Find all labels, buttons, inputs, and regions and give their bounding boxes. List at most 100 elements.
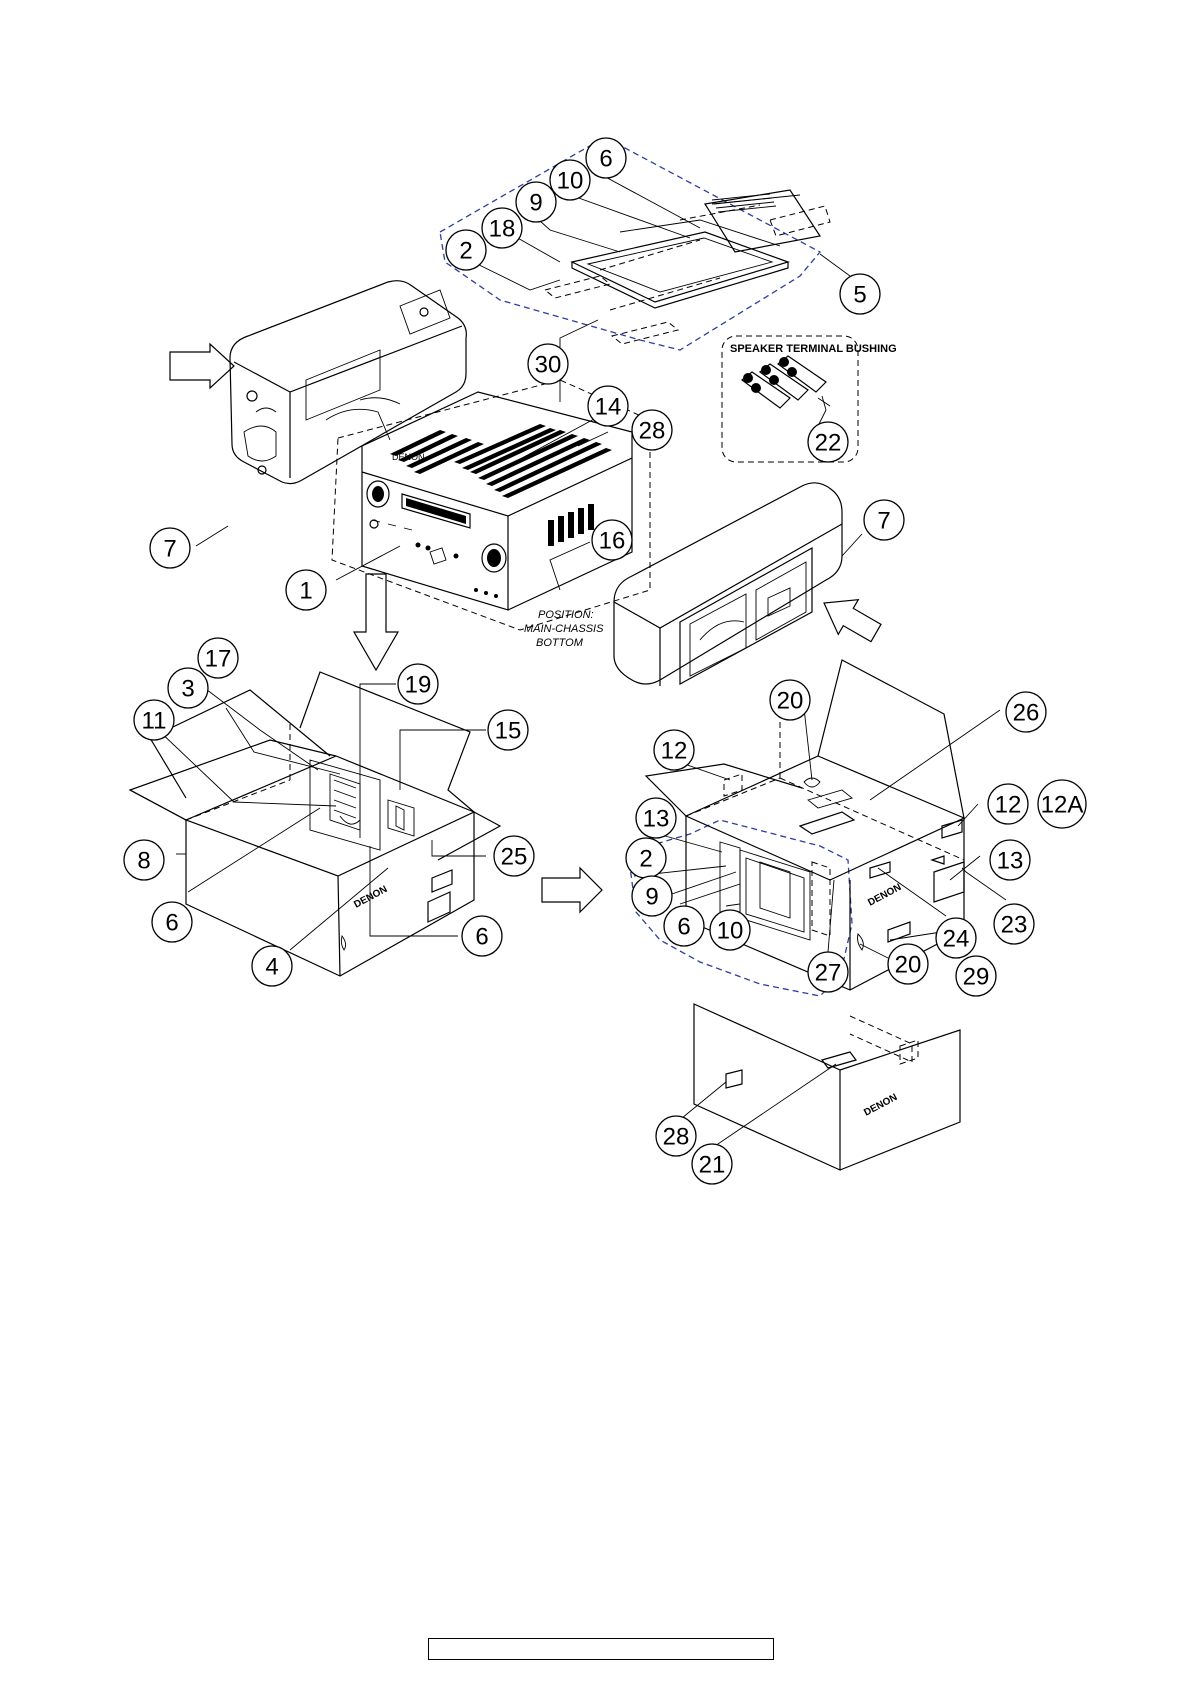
callout-c12A: 12A bbox=[1038, 780, 1086, 828]
callout-number: 9 bbox=[529, 190, 542, 217]
manual-stack bbox=[712, 194, 776, 212]
callout-c7a: 7 bbox=[150, 528, 190, 568]
callout-c26: 26 bbox=[1006, 692, 1046, 732]
callout-number: 6 bbox=[475, 924, 488, 951]
callout-c5: 5 bbox=[840, 274, 880, 314]
accessory-items bbox=[330, 774, 414, 836]
callout-number: 12 bbox=[995, 792, 1022, 819]
closed-carton-bottom: DENON bbox=[694, 1004, 960, 1170]
callout-number: 11 bbox=[142, 708, 167, 735]
callout-number: 2 bbox=[459, 238, 472, 265]
carton-brand-bottom: DENON bbox=[862, 1092, 899, 1119]
carton-brand-left: DENON bbox=[352, 884, 389, 911]
callout-number: 14 bbox=[595, 394, 622, 421]
bushing-parts bbox=[742, 356, 830, 410]
callout-number: 26 bbox=[1013, 700, 1040, 727]
callout-number: 28 bbox=[663, 1124, 690, 1151]
callout-c18: 18 bbox=[482, 208, 522, 248]
callout-number: 22 bbox=[815, 430, 842, 457]
callout-c3: 3 bbox=[168, 668, 208, 708]
callout-number: 20 bbox=[777, 688, 804, 715]
callout-number: 27 bbox=[815, 960, 842, 987]
callout-number: 12 bbox=[661, 738, 688, 765]
callout-c20b: 20 bbox=[888, 944, 928, 984]
speaker-terminal-bushing-title: SPEAKER TERMINAL BUSHING bbox=[730, 343, 897, 355]
callout-c28a: 28 bbox=[632, 410, 672, 450]
position-note-line2: MAIN-CHASSIS bbox=[524, 623, 604, 635]
callout-c10b: 10 bbox=[710, 910, 750, 950]
callout-c24: 24 bbox=[936, 918, 976, 958]
callout-c13b: 13 bbox=[990, 840, 1030, 880]
arrow-down bbox=[354, 574, 398, 670]
callout-c11: 11 bbox=[134, 700, 174, 740]
callout-c6d: 6 bbox=[664, 906, 704, 946]
arrow-right-top bbox=[170, 344, 234, 388]
callout-c7b: 7 bbox=[864, 500, 904, 540]
callout-number: 17 bbox=[205, 646, 232, 673]
callout-c6c: 6 bbox=[462, 916, 502, 956]
page-footer-box bbox=[428, 1638, 774, 1660]
callout-number: 10 bbox=[717, 918, 744, 945]
callout-number: 29 bbox=[963, 964, 990, 991]
arrow-left-right-cushion bbox=[814, 586, 886, 651]
callout-c20a: 20 bbox=[770, 680, 810, 720]
callout-c21: 21 bbox=[692, 1144, 732, 1184]
callout-number: 12A bbox=[1041, 792, 1084, 819]
callout-number: 21 bbox=[699, 1152, 726, 1179]
callout-c27: 27 bbox=[808, 952, 848, 992]
callout-c2b: 2 bbox=[626, 838, 666, 878]
callout-number: 23 bbox=[1001, 912, 1028, 939]
callout-c12b: 12 bbox=[988, 784, 1028, 824]
callout-c8: 8 bbox=[124, 840, 164, 880]
callout-number: 7 bbox=[877, 508, 890, 535]
position-note-line1: POSITION: bbox=[538, 609, 594, 621]
position-note-line3: BOTTOM bbox=[536, 637, 584, 649]
callout-c17: 17 bbox=[198, 638, 238, 678]
foam-cushion-left bbox=[230, 281, 466, 484]
callout-c10a: 10 bbox=[550, 160, 590, 200]
foam-cushion-right bbox=[614, 483, 842, 686]
callout-c30: 30 bbox=[528, 344, 568, 384]
callout-number: 15 bbox=[495, 718, 522, 745]
callout-c19: 19 bbox=[398, 664, 438, 704]
callout-c6b: 6 bbox=[152, 902, 192, 942]
callout-number: 13 bbox=[643, 806, 670, 833]
callout-c9a: 9 bbox=[516, 182, 556, 222]
callout-number: 5 bbox=[853, 282, 866, 309]
callout-c25: 25 bbox=[494, 836, 534, 876]
callout-c28b: 28 bbox=[656, 1116, 696, 1156]
callout-c23: 23 bbox=[994, 904, 1034, 944]
callout-number: 6 bbox=[677, 914, 690, 941]
callout-number: 13 bbox=[997, 848, 1024, 875]
callout-number: 1 bbox=[299, 578, 312, 605]
callout-number: 7 bbox=[163, 536, 176, 563]
callout-c9b: 9 bbox=[632, 876, 672, 916]
callout-number: 28 bbox=[639, 418, 666, 445]
callout-number: 19 bbox=[405, 672, 432, 699]
callout-c4: 4 bbox=[252, 946, 292, 986]
callout-number: 2 bbox=[639, 846, 652, 873]
callout-c6a: 6 bbox=[586, 138, 626, 178]
carton-brand-right: DENON bbox=[866, 882, 903, 909]
callout-c22: 22 bbox=[808, 422, 848, 462]
callout-c14: 14 bbox=[588, 386, 628, 426]
callout-number: 24 bbox=[943, 926, 970, 953]
callout-number: 30 bbox=[535, 352, 562, 379]
callout-number: 6 bbox=[599, 146, 612, 173]
side-vents bbox=[548, 504, 594, 546]
callout-number: 20 bbox=[895, 952, 922, 979]
callout-number: 3 bbox=[181, 676, 194, 703]
callout-number: 16 bbox=[599, 528, 626, 555]
callout-c15: 15 bbox=[488, 710, 528, 750]
callout-c12a: 12 bbox=[654, 730, 694, 770]
arrow-right-middle bbox=[542, 868, 602, 912]
unit-brand: DENON bbox=[392, 452, 425, 462]
callout-c1: 1 bbox=[286, 570, 326, 610]
callout-c29: 29 bbox=[956, 956, 996, 996]
callout-number: 18 bbox=[489, 216, 516, 243]
callout-number: 10 bbox=[557, 168, 584, 195]
callout-c2a: 2 bbox=[446, 230, 486, 270]
callout-number: 9 bbox=[645, 884, 658, 911]
